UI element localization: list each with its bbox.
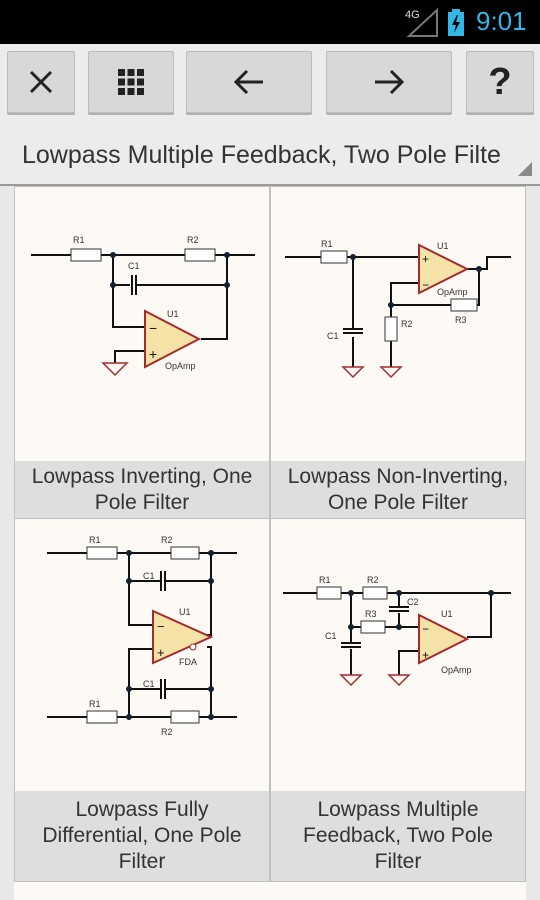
dropdown-corner-icon[interactable] [518, 162, 532, 176]
circuit-card-lowpass-multiple-feedback[interactable]: − + R1 R2 R3 C1 C2 U1 OpAmp Lowpass Mult… [270, 518, 526, 882]
label-c2: C2 [407, 597, 419, 607]
label-opamp: OpAmp [441, 665, 472, 675]
battery-icon [448, 9, 464, 36]
status-bar: 4G 9:01 [0, 0, 540, 44]
svg-text:+: + [422, 252, 429, 266]
label-u1: U1 [441, 609, 453, 619]
label-opamp: OpAmp [437, 287, 468, 297]
label-r1: R1 [89, 535, 101, 545]
label-r2-bottom: R2 [161, 727, 173, 737]
network-type: 4G [405, 9, 420, 21]
circuit-caption: Lowpass Non-Inverting, One Pole Filter [271, 461, 525, 519]
schematic-fully-differential: − + R1 R2 C1 U1 FDA R1 C1 R2 [47, 535, 237, 737]
svg-text:−: − [149, 320, 157, 336]
close-button[interactable] [7, 51, 75, 113]
label-fda: FDA [179, 657, 197, 667]
svg-text:−: − [422, 278, 429, 292]
circuit-card-lowpass-non-inverting[interactable]: + − R1 R2 R3 C1 U1 OpAmp Lowpass Non-Inv… [270, 186, 526, 519]
circuit-grid: − + R1 R2 C1 U1 OpAmp Lowpass Inverting,… [14, 186, 526, 900]
back-button[interactable] [186, 51, 312, 113]
arrow-left-icon [233, 69, 263, 95]
help-button[interactable]: ? [466, 51, 534, 113]
label-c1: C1 [143, 571, 155, 581]
svg-text:+: + [157, 645, 165, 660]
label-c1: C1 [327, 331, 339, 341]
label-c1-bottom: C1 [143, 679, 155, 689]
arrow-right-icon [375, 69, 405, 95]
svg-text:+: + [149, 346, 157, 362]
label-r3: R3 [365, 609, 377, 619]
label-c1: C1 [325, 631, 337, 641]
circuit-caption: Lowpass Fully Differential, One Pole Fil… [15, 791, 269, 881]
title-bar: Lowpass Multiple Feedback, Two Pole Filt… [0, 122, 540, 186]
schematic-multiple-feedback: − + R1 R2 R3 C1 C2 U1 OpAmp [283, 575, 511, 687]
label-r1: R1 [73, 235, 85, 245]
schematic-non-inverting: + − R1 R2 R3 C1 U1 OpAmp [285, 239, 511, 379]
grid-view-button[interactable] [88, 51, 174, 113]
circuit-card-lowpass-inverting[interactable]: − + R1 R2 C1 U1 OpAmp Lowpass Inverting,… [14, 186, 270, 519]
label-r1-bottom: R1 [89, 699, 101, 709]
forward-button[interactable] [326, 51, 452, 113]
clock: 9:01 [476, 6, 527, 36]
label-r2: R2 [367, 575, 379, 585]
label-r3: R3 [455, 315, 467, 325]
label-u1: U1 [437, 241, 449, 251]
label-r2: R2 [187, 235, 199, 245]
circuit-card-lowpass-fully-differential[interactable]: − + R1 R2 C1 U1 FDA R1 C1 R2 Lowpass Ful… [14, 518, 270, 882]
label-r2: R2 [401, 319, 413, 329]
svg-text:+: + [422, 648, 429, 662]
label-u1: U1 [179, 607, 191, 617]
next-row-partial [14, 882, 526, 900]
label-opamp: OpAmp [165, 361, 196, 371]
label-r1: R1 [321, 239, 333, 249]
label-c1: C1 [128, 261, 140, 271]
label-r2: R2 [161, 535, 173, 545]
circuit-caption: Lowpass Multiple Feedback, Two Pole Filt… [271, 791, 525, 881]
close-icon [29, 70, 53, 94]
circuit-caption: Lowpass Inverting, One Pole Filter [15, 461, 269, 519]
label-r1: R1 [319, 575, 331, 585]
svg-text:−: − [157, 619, 165, 634]
page-title: Lowpass Multiple Feedback, Two Pole Filt… [22, 141, 500, 169]
signal-icon: 4G [405, 7, 438, 37]
toolbar: ? [0, 44, 540, 122]
grid-icon [118, 69, 144, 95]
label-u1: U1 [167, 309, 179, 319]
schematic-inverting: − + R1 R2 C1 U1 OpAmp [31, 235, 255, 377]
svg-text:−: − [422, 622, 429, 636]
